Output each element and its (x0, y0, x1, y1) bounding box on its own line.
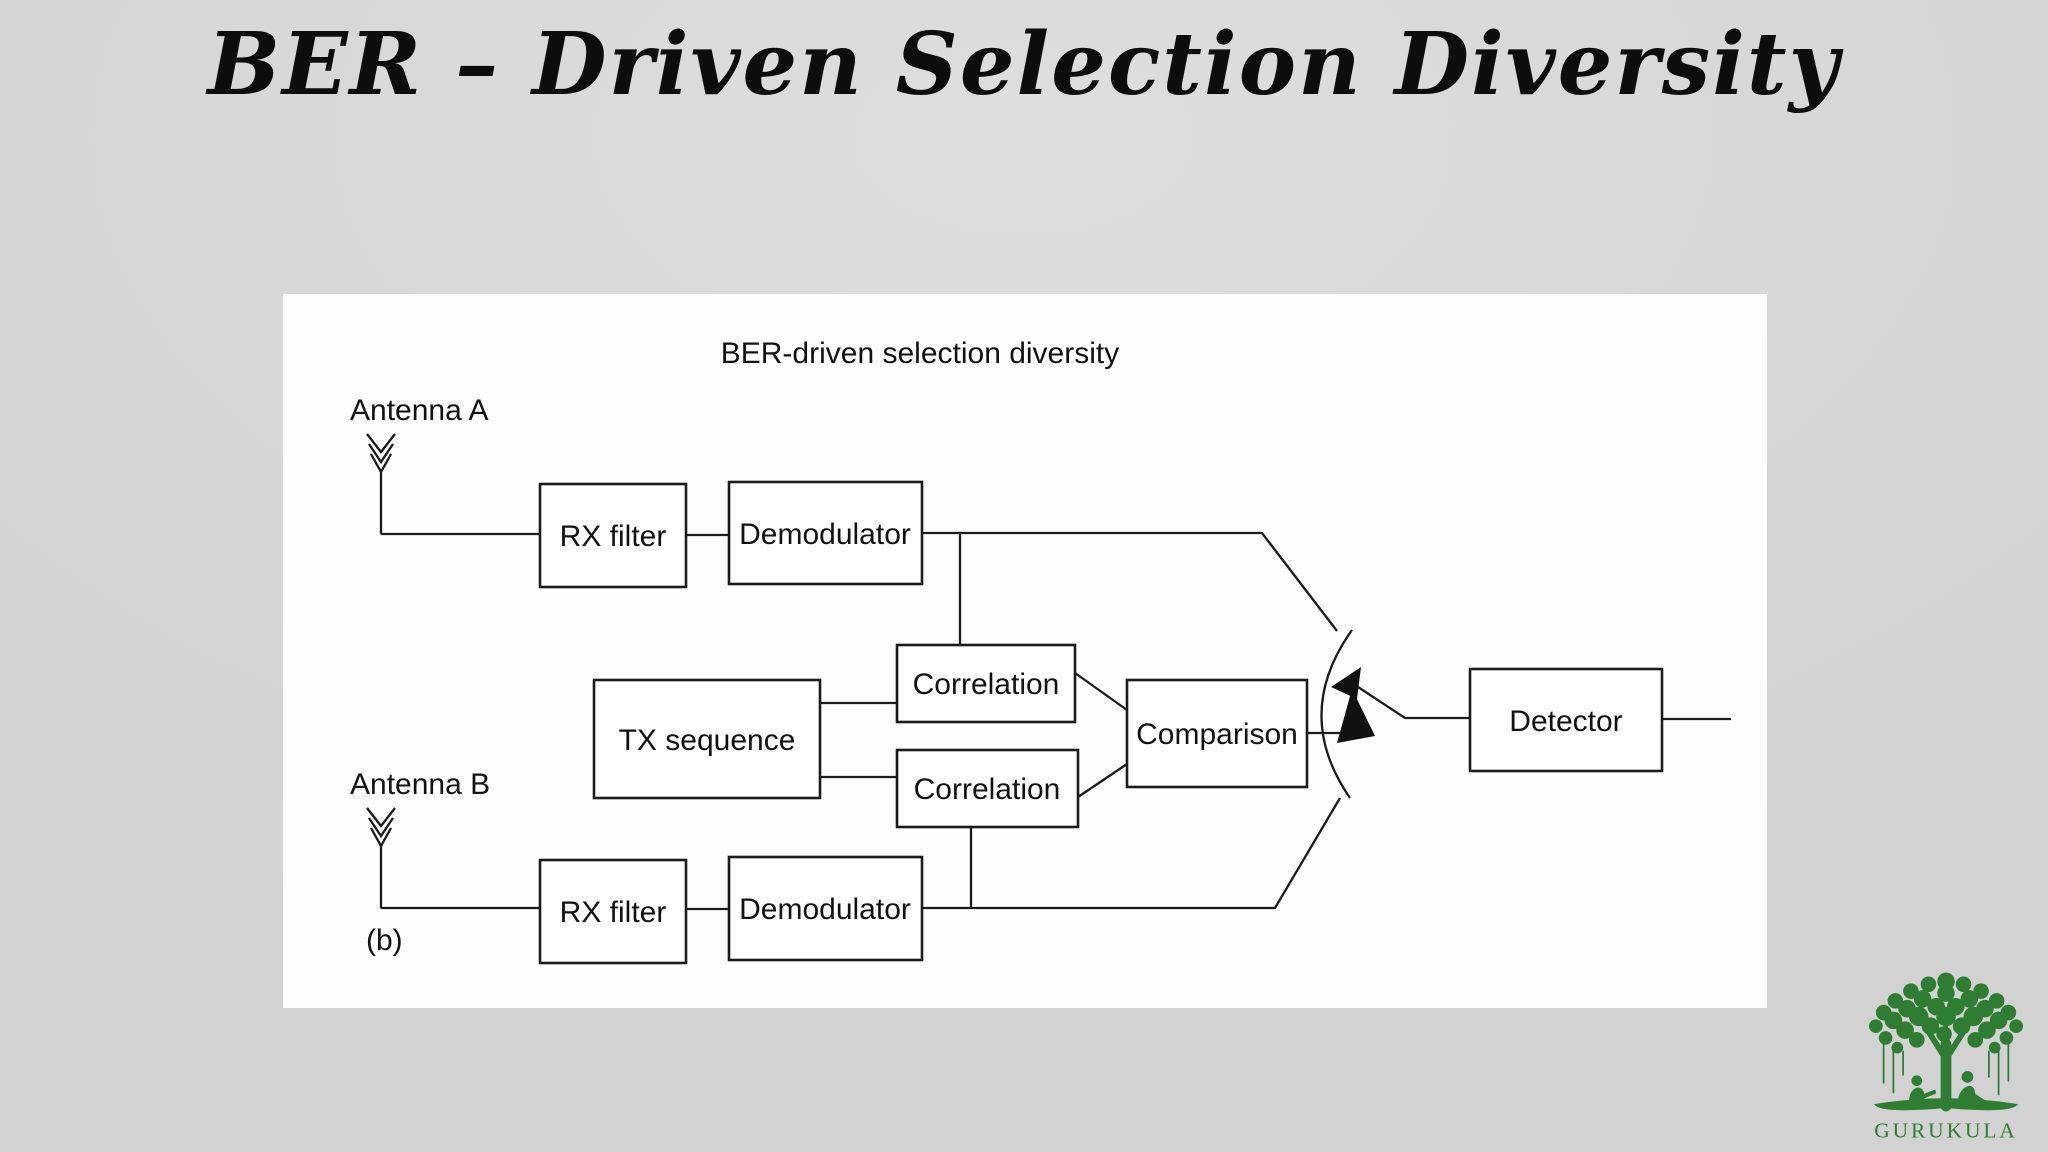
gurukula-logo: GURUKULA (1869, 972, 2023, 1142)
demodulator-b-label: Demodulator (739, 893, 911, 926)
comparison-box: Comparison (1125, 678, 1309, 789)
comparison-label: Comparison (1136, 718, 1298, 751)
tx-sequence-box: TX sequence (592, 678, 822, 800)
children-figures (1908, 1071, 1985, 1105)
switch-arrow-large-icon (1337, 689, 1375, 743)
demodulator-b-box: Demodulator (727, 855, 924, 962)
tx-sequence-label: TX sequence (619, 724, 796, 757)
demodulator-a-label: Demodulator (739, 518, 911, 551)
rx-filter-b-label: RX filter (560, 896, 667, 929)
antenna-b-label: Antenna B (350, 768, 490, 801)
antenna-b-icon (366, 807, 396, 908)
switch-arc (1320, 629, 1353, 799)
antenna-a-icon (366, 433, 396, 534)
correlation-b-box: Correlation (895, 748, 1080, 829)
wire-demod-b-to-switch (922, 797, 1341, 910)
antenna-a-label: Antenna A (350, 394, 488, 427)
tree-canopy (1869, 972, 2023, 1054)
detector-box: Detector (1468, 667, 1664, 773)
tree-base (1873, 1098, 2019, 1111)
rx-filter-b-box: RX filter (538, 858, 688, 965)
wire-demod-a-to-switch (922, 531, 1338, 632)
wire-correlation-a-to-comparison (1074, 672, 1128, 711)
figure-label: (b) (366, 924, 403, 957)
slide-title: BER – Driven Selection Diversity (207, 14, 1841, 115)
demodulator-a-box: Demodulator (727, 480, 924, 586)
block-diagram: BER-driven selection diversity Antenna A (350, 337, 1731, 965)
correlation-a-label: Correlation (913, 668, 1060, 701)
diagram-panel: BER-driven selection diversity Antenna A (283, 294, 1767, 1008)
rx-filter-a-label: RX filter (560, 520, 667, 553)
correlation-b-label: Correlation (914, 773, 1061, 806)
diagram-caption: BER-driven selection diversity (721, 337, 1119, 370)
switch-wiper-line (1357, 686, 1470, 720)
wire-correlation-b-to-comparison (1077, 763, 1128, 798)
correlation-a-box: Correlation (895, 643, 1077, 724)
tree-icon: GURUKULA (1869, 972, 2023, 1142)
rx-filter-a-box: RX filter (538, 482, 688, 589)
switch-arrow-small-icon (1331, 667, 1361, 699)
detector-label: Detector (1509, 705, 1622, 738)
logo-text: GURUKULA (1874, 1118, 2018, 1142)
